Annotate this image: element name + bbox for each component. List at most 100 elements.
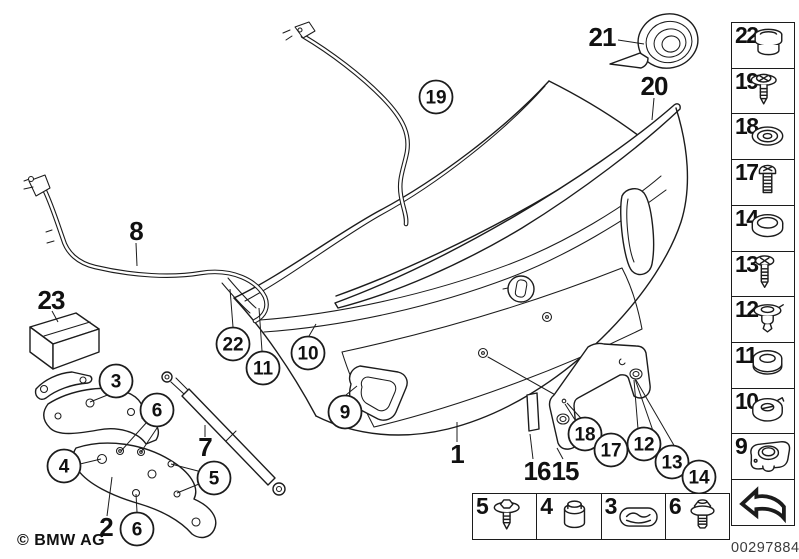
leader-line [229, 288, 234, 328]
handle-pocket-inner [360, 376, 397, 412]
legend-cell-9: 9 [731, 433, 795, 481]
grommet-icon [752, 350, 783, 376]
part-label-2: 2 [99, 512, 113, 542]
part-label-21: 21 [589, 22, 616, 52]
callout-circle [654, 444, 690, 480]
callout-number: 12 [633, 435, 654, 456]
antenna-cable-drawing [282, 21, 410, 227]
part-label-7: 7 [198, 432, 212, 462]
screw-boss-lower-center [481, 351, 485, 355]
rear-face-band-line-1 [259, 175, 662, 321]
callout-number: 13 [661, 453, 682, 474]
callout-circle [215, 326, 251, 362]
callout-circle [327, 394, 363, 430]
callout-number: 22 [222, 335, 243, 356]
callout-4: 4 [46, 448, 82, 484]
callout-10: 10 [290, 335, 326, 371]
image-code: 00297884 [731, 540, 799, 556]
callout-number: 5 [209, 469, 220, 490]
lock-mount-icon [750, 440, 791, 472]
callout-circle [46, 448, 82, 484]
legend-number: 5 [476, 493, 489, 519]
leader-line [651, 97, 655, 121]
callout-circle [196, 460, 232, 496]
legend-number: 3 [604, 493, 618, 519]
callout-circle [245, 350, 281, 386]
spoiler-lip [334, 103, 681, 309]
part-label-23: 23 [38, 285, 65, 315]
license-recess-right [621, 267, 643, 330]
leader-line [345, 385, 358, 396]
callout-12: 12 [626, 426, 662, 462]
trunk-bottom-edge [315, 330, 610, 436]
leader-line [120, 421, 148, 452]
leader-line [170, 463, 199, 472]
part-label-20: 20 [641, 71, 668, 101]
legend-number: 17 [735, 159, 759, 186]
leader-line [135, 242, 138, 267]
legend-cell-continuation [731, 479, 795, 527]
legend-cell-3: 3 [600, 493, 667, 540]
screw-washer-icon [750, 73, 777, 105]
hinge-upper-bracket [34, 371, 93, 400]
callout-11: 11 [245, 350, 281, 386]
legend-cell-6: 6 [664, 493, 731, 540]
callout-circle [626, 426, 662, 462]
callout-19: 19 [418, 79, 454, 115]
callout-number: 3 [111, 372, 122, 393]
antenna-connector [294, 21, 316, 39]
legend-number: 11 [735, 341, 758, 368]
leader-line [79, 458, 102, 465]
leader-line [135, 493, 138, 513]
washer-icon [751, 126, 784, 146]
callout-number: 11 [253, 359, 274, 380]
left-corner-gutter-2 [227, 277, 257, 309]
callout-13: 13 [654, 444, 690, 480]
trunk-left-side-edge [233, 297, 317, 417]
legend-number: 4 [540, 493, 553, 519]
callout-circle [290, 335, 326, 371]
gas-strut-drawing [161, 371, 286, 496]
screw-boss-upper [541, 311, 553, 323]
callout-circle [139, 392, 175, 428]
callout-17: 17 [593, 432, 629, 468]
leader-line [633, 379, 639, 430]
taillight-cutout-inner [626, 198, 635, 263]
lock-notch [502, 287, 509, 290]
callout-number: 14 [688, 468, 710, 489]
callout-circle [567, 416, 603, 452]
leader-line [176, 483, 200, 494]
callout-number: 6 [152, 401, 163, 422]
copyright-notice: © BMW AG [17, 532, 106, 549]
legend-cell-14: 14 [731, 204, 795, 252]
legend-cell-19: 19 [731, 67, 795, 115]
boss-to-bracket-line [487, 356, 560, 398]
hinge-assembly-drawing [34, 371, 217, 539]
trunk-top-left-edge-inner [244, 85, 546, 302]
legend-number: 6 [668, 493, 682, 519]
part-label-8: 8 [129, 216, 143, 246]
leader-line [617, 39, 645, 45]
buffer-pad-icon [619, 506, 658, 527]
trunk-right-edge [608, 107, 689, 332]
legend-number: 13 [735, 250, 759, 277]
license-recess-top [341, 267, 623, 353]
callout-number: 18 [574, 425, 595, 446]
callout-18: 18 [567, 416, 603, 452]
callout-6: 6 [119, 511, 155, 547]
legend-cell-10: 10 [731, 387, 795, 435]
callout-22: 22 [215, 326, 251, 362]
leader-line [556, 447, 564, 460]
callout-circle [119, 511, 155, 547]
callout-3: 3 [98, 363, 134, 399]
leader-line [258, 307, 263, 352]
legend-bottom-row: 5 4 3 6 [472, 493, 731, 540]
part-label-1: 1 [450, 439, 464, 469]
leader-lines [51, 39, 687, 517]
cap-icon [563, 499, 586, 528]
leader-line [106, 476, 113, 517]
